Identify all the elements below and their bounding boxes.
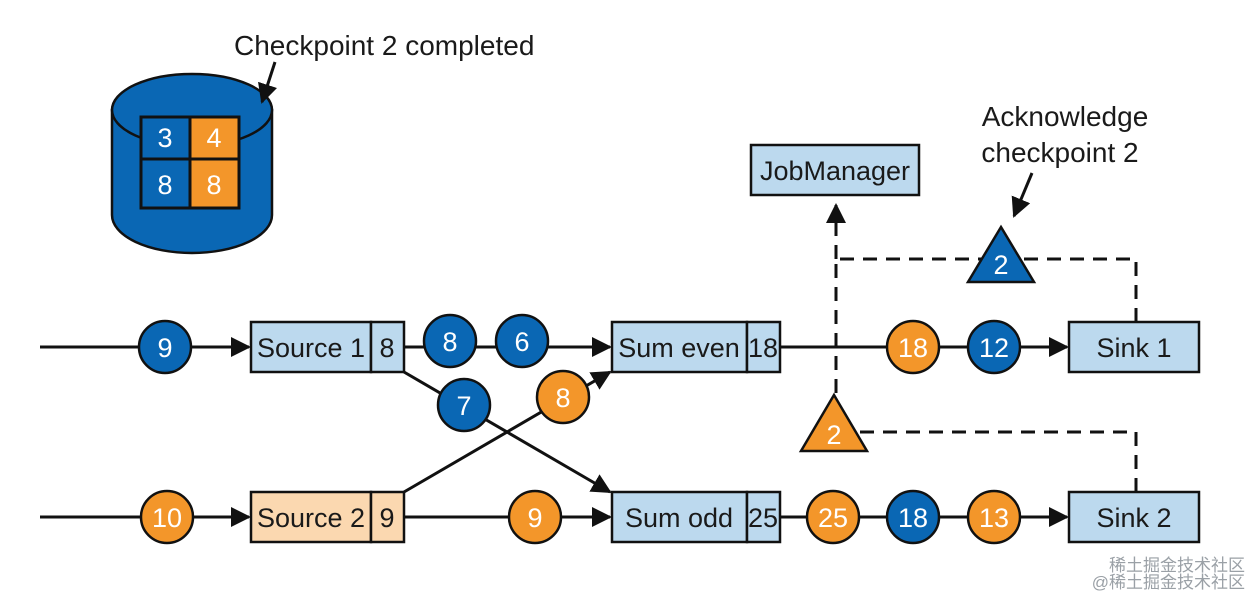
record-odd-out-a: 25 <box>805 489 861 545</box>
record-s2-to-odd: 9 <box>507 489 563 545</box>
watermark-line1: 稀土掘金技术社区 <box>1109 556 1245 575</box>
record-even-out-a: 18 <box>885 319 941 375</box>
record-s2-to-even-circle <box>535 369 591 425</box>
storage-cell-2-value: 4 <box>206 123 221 153</box>
record-in-source2: 10 <box>139 489 195 545</box>
source1-state-box <box>369 320 406 374</box>
operator-sink1: Sink 1 <box>1067 320 1201 374</box>
watermark-line2: @稀土掘金技术社区 <box>1092 573 1245 592</box>
sum-odd-box <box>610 490 749 544</box>
record-s1-to-odd: 7 <box>436 377 492 433</box>
sink2-label: Sink 2 <box>1096 503 1171 533</box>
source2-state: 9 <box>379 503 394 533</box>
record-even-out-b-circle <box>966 319 1022 375</box>
operator-sink2: Sink 2 <box>1067 490 1201 544</box>
record-even-out-b-value: 12 <box>979 333 1009 363</box>
ack-caption-line2: checkpoint 2 <box>981 137 1138 168</box>
sink2-box <box>1067 490 1201 544</box>
operator-source1: Source 1 8 <box>249 320 406 374</box>
record-in-source2-circle <box>139 489 195 545</box>
ack-line-sink2 <box>860 430 1138 492</box>
storage-cell-4 <box>188 157 241 210</box>
record-odd-out-c: 13 <box>966 489 1022 545</box>
record-in-source1: 9 <box>137 319 193 375</box>
storage-caption: Checkpoint 2 completed <box>234 30 534 61</box>
sum-even-state-box <box>745 320 782 374</box>
source2-label: Source 2 <box>257 503 365 533</box>
job-manager-label: JobManager <box>760 156 910 186</box>
record-s1-even-a-circle <box>422 313 478 369</box>
record-odd-out-b: 18 <box>885 489 941 545</box>
source1-state: 8 <box>379 333 394 363</box>
record-odd-out-b-circle <box>885 489 941 545</box>
ack-triangle-sink2-value: 2 <box>826 420 841 450</box>
record-s1-even-a-value: 8 <box>442 327 457 357</box>
storage-cell-4-value: 8 <box>206 170 221 200</box>
record-s1-even-b: 6 <box>494 313 550 369</box>
sink1-box <box>1067 320 1201 374</box>
sum-odd-label: Sum odd <box>625 503 733 533</box>
record-even-out-b: 12 <box>966 319 1022 375</box>
ack-triangle-sink2: 2 <box>798 392 870 453</box>
sum-even-label: Sum even <box>618 333 740 363</box>
sum-odd-state: 25 <box>748 503 778 533</box>
record-even-out-a-value: 18 <box>898 333 928 363</box>
record-circles: 9 10 8 6 7 8 9 18 <box>137 313 1022 545</box>
record-in-source2-value: 10 <box>152 503 182 533</box>
record-even-out-a-circle <box>885 319 941 375</box>
job-manager-box <box>749 143 921 197</box>
source2-state-box <box>369 490 406 544</box>
ack-caption-line1: Acknowledge <box>982 101 1149 132</box>
record-s1-even-a: 8 <box>422 313 478 369</box>
state-backend-storage: 3 4 8 8 <box>110 72 274 255</box>
record-in-source1-value: 9 <box>157 333 172 363</box>
record-s1-to-odd-circle <box>436 377 492 433</box>
ack-triangle-sink1: 2 <box>965 224 1037 284</box>
ack-triangle-sink2-shape <box>798 392 870 453</box>
operator-sum-odd: Sum odd 25 <box>610 490 782 544</box>
ack-caption-arrow <box>1011 172 1034 218</box>
record-odd-out-c-circle <box>966 489 1022 545</box>
record-odd-out-a-circle <box>805 489 861 545</box>
storage-cell-2 <box>188 115 241 161</box>
storage-cell-1-value: 3 <box>157 123 172 153</box>
operator-source2: Source 2 9 <box>249 490 406 544</box>
ack-triangle-sink1-value: 2 <box>993 250 1008 280</box>
record-s1-to-odd-value: 7 <box>456 391 471 421</box>
record-in-source1-circle <box>137 319 193 375</box>
record-s1-even-b-circle <box>494 313 550 369</box>
operator-sum-even: Sum even 18 <box>610 320 782 374</box>
record-s2-to-even: 8 <box>535 369 591 425</box>
record-s2-to-odd-value: 9 <box>527 503 542 533</box>
record-odd-out-c-value: 13 <box>979 503 1009 533</box>
record-odd-out-a-value: 25 <box>818 503 848 533</box>
record-odd-out-b-value: 18 <box>898 503 928 533</box>
storage-caption-arrow <box>258 61 278 104</box>
source1-label: Source 1 <box>257 333 365 363</box>
record-s1-even-b-value: 6 <box>514 327 529 357</box>
sum-even-state: 18 <box>748 333 778 363</box>
storage-cell-3-value: 8 <box>157 170 172 200</box>
sum-odd-state-box <box>745 490 782 544</box>
storage-cell-3 <box>139 157 192 210</box>
sink1-label: Sink 1 <box>1096 333 1171 363</box>
record-s2-to-even-value: 8 <box>555 383 570 413</box>
ack-triangle-sink1-shape <box>965 224 1037 284</box>
record-s2-to-odd-circle <box>507 489 563 545</box>
